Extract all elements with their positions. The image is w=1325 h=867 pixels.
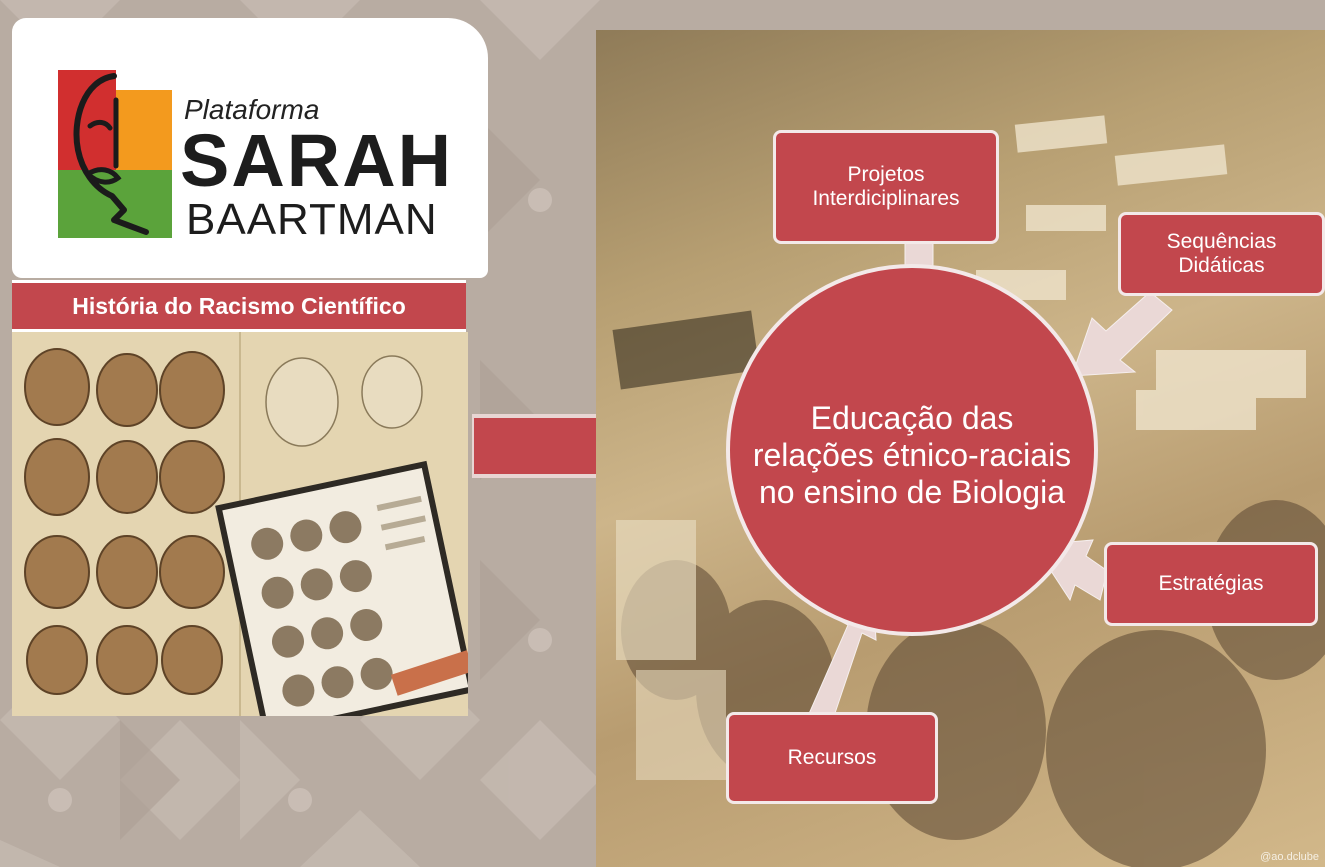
logo-card: Plataforma SARAH BAARTMAN xyxy=(12,18,488,278)
node-recursos: Recursos xyxy=(726,712,938,804)
banner-title: História do Racismo Científico xyxy=(72,292,406,319)
skull-profiles-illustration xyxy=(12,332,468,716)
photo-watermark: @ao.dclube xyxy=(1260,851,1319,863)
center-topic-text: Educação das relações étnico-raciais no … xyxy=(752,399,1072,510)
logo-baartman-text: BAARTMAN xyxy=(186,195,438,244)
arrow-sequencias-to-center xyxy=(1071,291,1173,377)
history-banner: História do Racismo Científico xyxy=(12,280,466,332)
node-estrategias: Estratégias xyxy=(1104,542,1318,626)
node-projetos-interdiciplinares: Projetos Interdiciplinares xyxy=(773,130,999,244)
face-logo-icon xyxy=(58,70,172,238)
historical-plates-image xyxy=(12,332,468,716)
logo-platform-text: Plataforma xyxy=(184,94,320,125)
center-circle xyxy=(726,264,1098,636)
logo-sarah-text: SARAH xyxy=(180,119,454,202)
node-sequencias-didaticas: Sequências Didáticas xyxy=(1118,212,1325,296)
